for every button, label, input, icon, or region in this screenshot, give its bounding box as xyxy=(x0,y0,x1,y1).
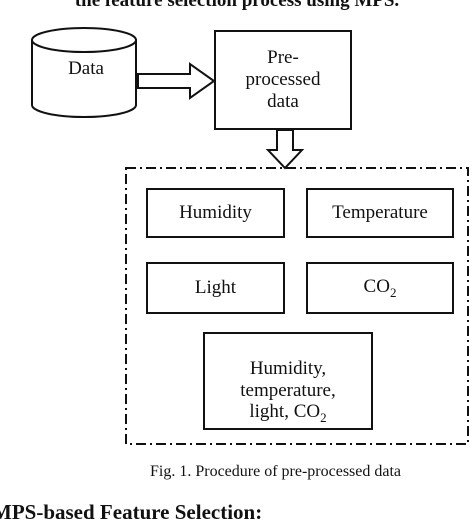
figure-caption: Fig. 1. Procedure of pre-processed data xyxy=(150,463,402,480)
co2-text: CO xyxy=(363,275,390,297)
light-node: Light xyxy=(146,262,285,314)
combined-features-node: Humidity, temperature, light, CO2 xyxy=(203,332,373,430)
temperature-label: Temperature xyxy=(332,202,428,224)
arrow-preprocessed-to-features xyxy=(265,129,305,170)
co2-label: CO2 xyxy=(364,276,397,301)
data-node-label: Data xyxy=(68,58,104,79)
humidity-node: Humidity xyxy=(146,188,285,238)
co2-subscript: 2 xyxy=(389,284,397,300)
temperature-node: Temperature xyxy=(306,188,454,238)
light-label: Light xyxy=(194,277,237,299)
combined-features-subscript: 2 xyxy=(320,410,327,426)
preprocessed-data-node: Pre- processed data xyxy=(214,30,352,130)
arrow-data-to-preprocessed xyxy=(137,62,216,100)
co2-node: CO2 xyxy=(306,262,454,314)
top-caption: the feature selection process using MPS. xyxy=(74,0,400,11)
combined-features-label: Humidity, temperature, light, CO2 xyxy=(240,336,335,426)
database-cylinder xyxy=(31,27,137,118)
preprocessed-data-label: Pre- processed data xyxy=(245,47,321,112)
humidity-label: Humidity xyxy=(179,202,252,224)
feature-group-frame xyxy=(125,167,469,445)
combined-features-text: Humidity, temperature, light, CO xyxy=(240,357,336,423)
section-heading: MPS-based Feature Selection: xyxy=(0,500,263,524)
